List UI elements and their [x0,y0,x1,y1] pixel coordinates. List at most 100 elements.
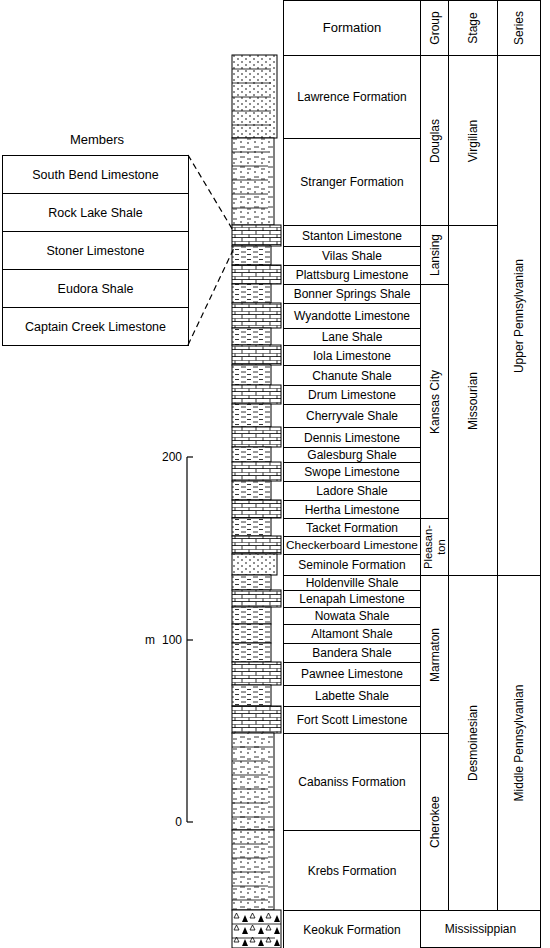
column-header: Stage [448,0,498,56]
rock-layer [232,404,271,427]
vertical-label: Upper Pennsylvanian [512,58,526,573]
formation-cell: Hertha Limestone [283,500,421,519]
formation-cell: Ladore Shale [283,481,421,501]
formation-cell: Swope Limestone [283,462,421,482]
cell-label: Checkerboard Limestone [286,539,418,553]
bedding-line [232,938,275,939]
formation-cell: Seminole Formation [283,554,421,576]
rock-layer [232,733,274,830]
cell-label: Drum Limestone [308,388,396,402]
cell-label: Lane Shale [322,330,383,344]
formation-cell: Lane Shale [283,328,421,346]
bedding-line [232,111,271,112]
rock-layer [232,328,271,345]
formation-cell: Labette Shale [283,685,421,707]
rock-layer [232,685,271,706]
formation-cell: Lenapah Limestone [283,590,421,608]
cell-label: Ladore Shale [316,484,387,498]
cell-label: Keokuk Formation [303,923,400,937]
rock-layer [232,427,281,447]
formation-cell: Keokuk Formation [283,910,421,948]
scale-number: 0 [175,815,182,829]
rock-layer [232,500,281,518]
cell-label: Stanton Limestone [302,229,402,243]
column-header: Formation [283,0,421,56]
bedding-line [232,844,268,845]
vertical-label: Group [428,3,442,53]
callout-leader [188,248,234,345]
cell-label: Pawnee Limestone [301,667,403,681]
bedding-line [232,886,268,887]
cell-label: Altamont Shale [311,627,392,641]
cell-label: Formation [323,21,382,35]
stage-cell: Desmoinesian [448,575,498,911]
bedding-line [232,69,271,70]
rock-layer [232,447,271,462]
bedding-line [232,125,271,126]
rock-layer [232,607,271,624]
rock-layer [232,138,274,225]
cell-label: Cherryvale Shale [306,409,398,423]
cell-label: Lawrence Formation [297,90,406,104]
group-cell: Lansing [420,225,449,285]
group-cell: Cherokee [420,733,449,911]
formation-cell: Plattsburg Limestone [283,265,421,285]
cell-label: Cabaniss Formation [298,775,405,789]
rock-layer [232,554,277,575]
bedding-line [232,803,268,804]
member-box: Eudora Shale [2,269,189,308]
stage-cell: Missourian [448,225,498,576]
formation-cell: Cherryvale Shale [283,404,421,428]
rock-layer [232,590,281,607]
vertical-label: Pleasan- ton [422,521,448,573]
vertical-label: Missourian [466,228,480,573]
cell-label: Bonner Springs Shale [294,287,411,301]
cell-label: Captain Creek Limestone [25,320,166,334]
vertical-label: Middle Pennsylvanian [512,578,526,908]
rock-layer [232,225,281,246]
rock-layer [232,830,274,910]
vertical-label: Stage [466,3,480,53]
callout-leader [188,155,234,232]
formation-cell: Checkerboard Limestone [283,536,421,555]
formation-cell: Tacket Formation [283,518,421,537]
cell-label: Lenapah Limestone [299,592,404,606]
rock-layer [232,265,281,284]
cell-label: Hertha Limestone [305,503,400,517]
formation-cell: Bonner Springs Shale [283,284,421,304]
cell-label: Iola Limestone [313,349,391,363]
scale-bar [187,457,193,822]
series-cell: Middle Pennsylvanian [497,575,541,911]
cell-label: Nowata Shale [315,609,390,623]
cell-label: Wyandotte Limestone [294,309,410,323]
cell-label: Fort Scott Limestone [297,713,408,727]
formation-cell: Galesburg Shale [283,447,421,463]
cell-label: Tacket Formation [306,521,398,535]
scale-number: 100 [162,633,182,647]
system-cell: Mississippian [420,910,541,948]
rock-layer [232,643,271,662]
scale-number: 200 [162,450,182,464]
cell-label: Bandera Shale [312,646,391,660]
vertical-label: Desmoinesian [466,578,480,908]
cell-label: Stranger Formation [300,175,403,189]
bedding-line [232,775,268,776]
cell-label: Eudora Shale [58,282,134,296]
member-box: Rock Lake Shale [2,193,189,232]
formation-cell: Holdenville Shale [283,575,421,591]
cell-label: Labette Shale [315,689,389,703]
formation-cell: Pawnee Limestone [283,662,421,686]
cell-label: Galesburg Shale [307,448,396,462]
rock-layer [232,246,271,265]
member-box: Stoner Limestone [2,231,189,270]
formation-cell: Iola Limestone [283,345,421,366]
rock-layer [232,284,271,303]
bedding-line [232,152,268,153]
vertical-label: Douglas [428,58,442,223]
bedding-line [232,789,268,790]
rock-layer [232,910,281,948]
cell-label: Dennis Limestone [304,431,400,445]
member-box: South Bend Limestone [2,155,189,194]
bedding-line [232,858,268,859]
rock-layer [232,518,271,536]
